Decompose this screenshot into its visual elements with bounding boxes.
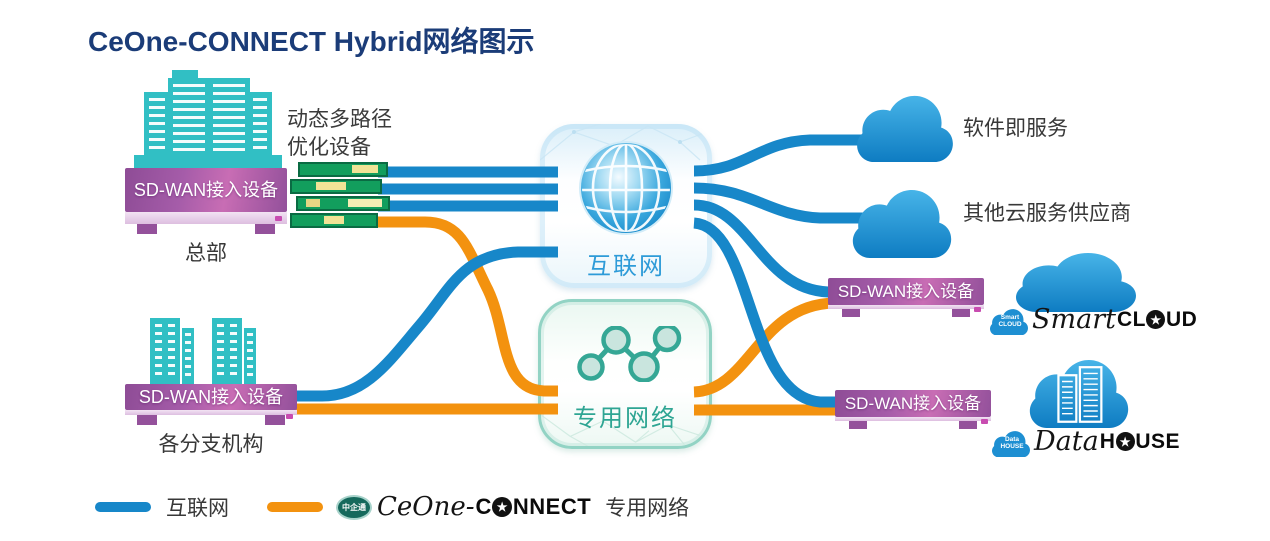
line-hq-private-orange <box>378 216 558 397</box>
saas-cloud-icon <box>857 95 953 162</box>
ceone-name-italic: CeOne- <box>377 492 475 522</box>
mesh-decoration <box>541 414 709 446</box>
branch-sdwan-label: SD-WAN接入设备 <box>125 384 297 410</box>
branch-sdwan-device: SD-WAN接入设备 <box>125 384 297 425</box>
device-board <box>298 162 388 177</box>
hq-building <box>130 70 286 168</box>
device-led <box>981 419 988 424</box>
hq-roof-step <box>172 70 198 80</box>
smartcloud-logo: Smart CLOUD Smart CL ★ UD <box>990 304 1198 336</box>
branch-tower <box>212 318 242 384</box>
legend-private-line-swatch <box>267 502 323 512</box>
device-foot <box>849 421 867 429</box>
other-cloud-icon <box>852 190 952 258</box>
datacenter-building-icon <box>1057 366 1103 423</box>
network-nodes-icon <box>577 326 682 382</box>
device-foot <box>842 309 860 317</box>
datahouse-sdwan-label: SD-WAN接入设备 <box>835 390 991 417</box>
hq-site-label: 总部 <box>185 242 227 265</box>
device-foot <box>137 415 157 425</box>
other-cloud-label: 其他云服务供应商 <box>963 202 1131 225</box>
device-foot <box>255 224 275 234</box>
hq-sdwan-label: SD-WAN接入设备 <box>125 168 287 212</box>
smartcloud-sdwan-device: SD-WAN接入设备 <box>828 278 984 317</box>
device-board <box>296 196 390 211</box>
annotation-line-2: 优化设备 <box>287 136 371 159</box>
internet-box: 互联网 <box>540 124 712 288</box>
device-foot <box>952 309 970 317</box>
legend-internet-label: 互联网 <box>166 497 229 520</box>
page-title: CeOne-CONNECT Hybrid网络图示 <box>88 26 535 57</box>
branch-tower <box>182 328 194 384</box>
device-base-strip <box>828 305 984 309</box>
device-board <box>290 213 378 228</box>
line-internet-saas <box>693 134 876 177</box>
device-led <box>286 414 293 419</box>
legend-internet-line-swatch <box>95 502 151 512</box>
datahouse-name-italic: Data <box>1034 426 1099 457</box>
device-foot <box>265 415 285 425</box>
branch-buildings <box>148 318 268 384</box>
line-internet-datahouse <box>692 217 858 408</box>
smartcloud-name-bold: CL <box>1116 307 1146 331</box>
branch-tower <box>150 318 180 384</box>
ceone-name-bold: C <box>475 494 492 519</box>
datahouse-logo: Data HOUSE Data H ★ USE <box>992 426 1181 458</box>
ceone-name-bold: NNECT <box>512 494 592 519</box>
line-branch-internet <box>278 246 558 402</box>
device-base-strip <box>125 212 287 224</box>
ceone-badge-icon: 中企通 <box>336 494 372 520</box>
legend: 互联网 中企通 CeOne- C ★ NNECT 专用网络 <box>95 492 689 522</box>
multipath-annotation: 动态多路径 优化设备 <box>287 106 392 162</box>
hq-base <box>134 155 282 168</box>
star-o-icon: ★ <box>1146 310 1166 329</box>
datahouse-badge-icon: Data HOUSE <box>992 428 1030 458</box>
hq-left-wing <box>144 92 170 157</box>
datahouse-sdwan-device: SD-WAN接入设备 <box>835 390 991 429</box>
device-base-strip <box>125 410 297 415</box>
private-network-box: 专用网络 <box>538 299 712 449</box>
device-board <box>290 179 382 194</box>
line-internet-othercloud <box>693 182 882 224</box>
device-foot <box>959 421 977 429</box>
star-o-icon: ★ <box>492 497 513 517</box>
datahouse-cloud-icon <box>1029 360 1129 428</box>
globe-icon <box>579 141 673 235</box>
private-network-label: 专用网络 <box>573 405 677 432</box>
hq-sdwan-device: SD-WAN接入设备 <box>125 168 287 234</box>
smartcloud-name-bold: UD <box>1165 307 1198 331</box>
annotation-line-1: 动态多路径 <box>287 108 392 131</box>
smartcloud-badge-text: Smart CLOUD <box>998 314 1022 328</box>
hq-main-tower <box>168 78 250 157</box>
saas-label: 软件即服务 <box>963 117 1068 140</box>
device-led <box>974 307 981 312</box>
branch-tower <box>244 328 256 384</box>
internet-label: 互联网 <box>587 253 665 280</box>
hq-right-wing <box>248 92 272 157</box>
branch-site-label: 各分支机构 <box>158 433 264 456</box>
star-o-icon: ★ <box>1115 432 1135 451</box>
smartcloud-badge-icon: Smart CLOUD <box>990 306 1028 336</box>
legend-private-label: 专用网络 <box>605 497 690 520</box>
datahouse-name-bold: USE <box>1135 429 1181 453</box>
smartcloud-sdwan-label: SD-WAN接入设备 <box>828 278 984 305</box>
smartcloud-cloud-icon <box>1016 252 1136 312</box>
device-foot <box>137 224 157 234</box>
multipath-optimizer-device <box>290 162 390 230</box>
smartcloud-name-italic: Smart <box>1032 304 1116 335</box>
datahouse-name-bold: H <box>1099 429 1116 453</box>
device-base-strip <box>835 417 991 421</box>
device-led <box>275 216 282 221</box>
line-internet-smartcloud <box>693 199 856 298</box>
datahouse-badge-text: Data HOUSE <box>1000 436 1024 450</box>
